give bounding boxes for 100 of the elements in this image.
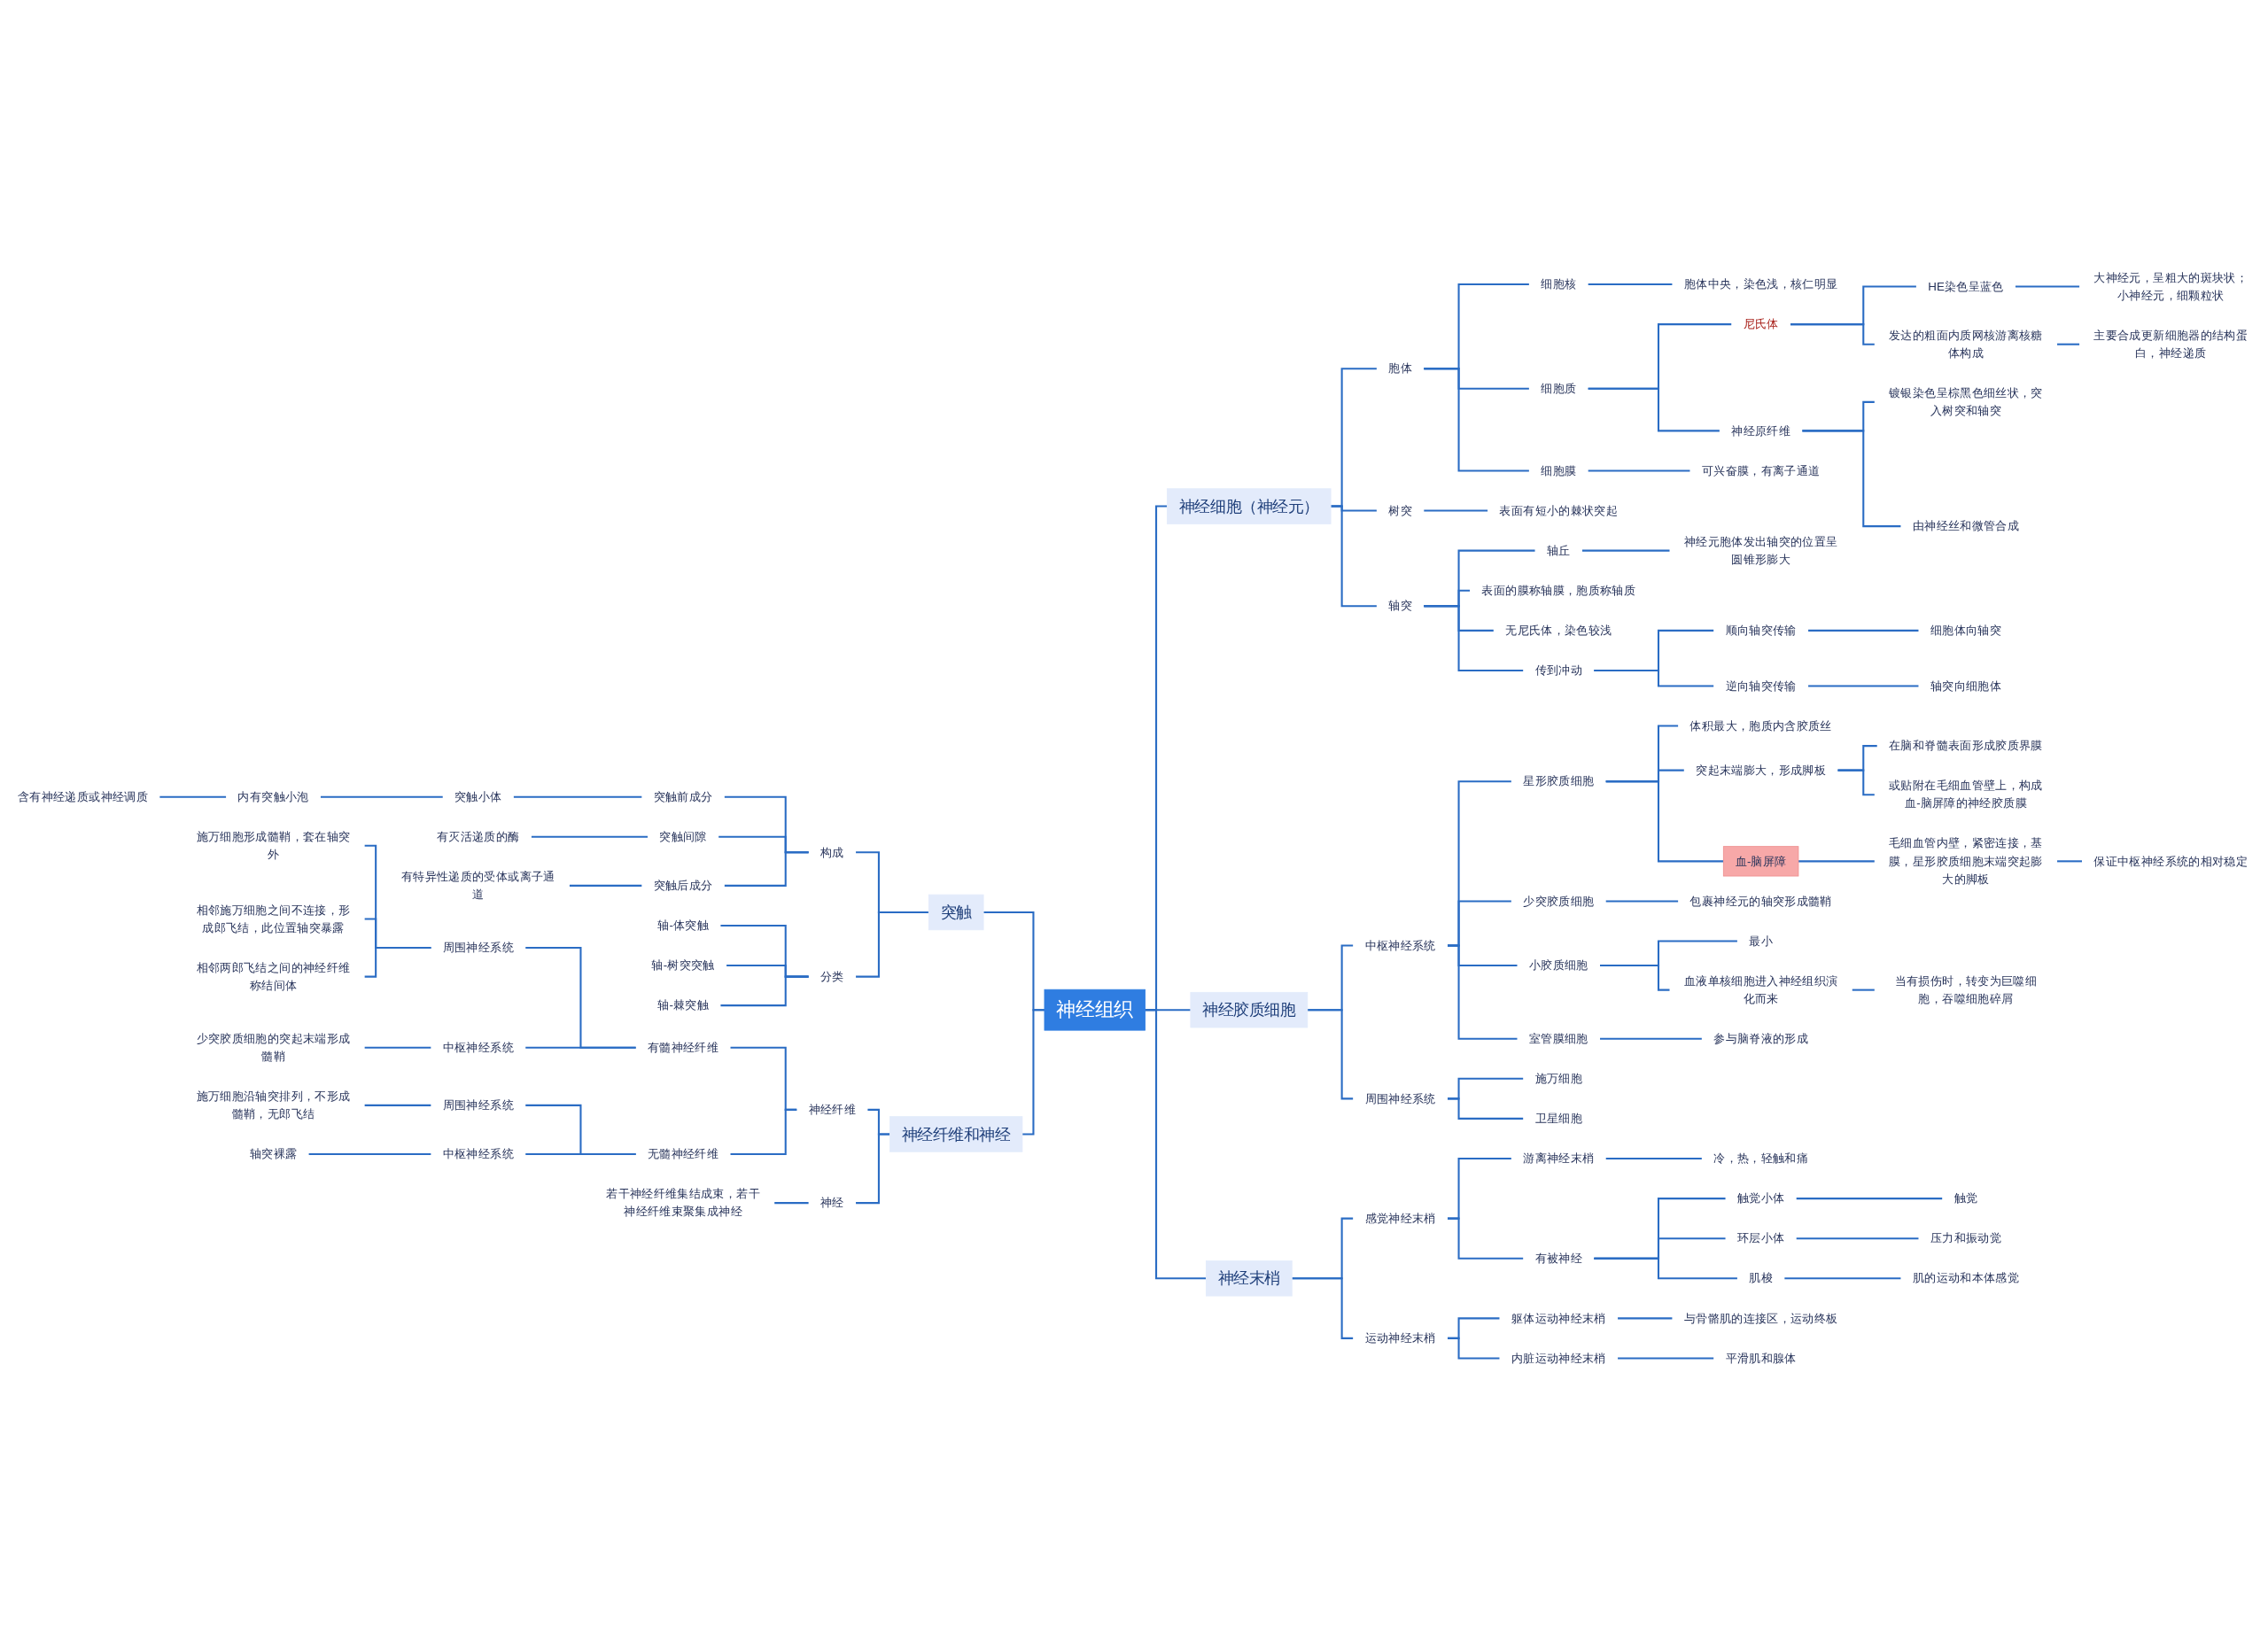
connector: [1588, 283, 1673, 286]
node-text: 当有损伤时，转变为巨噬细胞，吞噬细胞碎屑: [1894, 974, 2038, 1005]
node-text: 顺向轴突传输: [1725, 624, 1797, 637]
node-text: 躯体运动神经末梢: [1511, 1311, 1606, 1325]
node-box: 神经细胞（神经元）: [1167, 488, 1332, 524]
connector: [1448, 1337, 1500, 1360]
node-text: 逆向轴突传输: [1725, 678, 1797, 693]
connector: [1600, 965, 1670, 991]
node-text: 传到冲动: [1534, 663, 1582, 677]
connector: [1808, 685, 1919, 687]
connector: [1145, 1009, 1207, 1280]
node-text: 周围神经系统: [1364, 1091, 1436, 1105]
node-box: 神经组织: [1044, 989, 1146, 1031]
node-text: 有特异性递质的受体或离子通道: [400, 870, 555, 901]
node-text: 胞体中央，染色浅，核仁明显: [1683, 277, 1838, 291]
connector: [1424, 605, 1524, 671]
node-text: 少突胶质细胞: [1523, 894, 1595, 908]
node-text: 突触间隙: [659, 830, 707, 843]
connector: [308, 1152, 431, 1156]
connector: [1852, 989, 1875, 991]
node-text: 施万细胞: [1534, 1072, 1582, 1085]
connector: [1605, 780, 1724, 863]
node-text: 神经: [819, 1196, 844, 1209]
node-text: 感觉神经末梢: [1364, 1212, 1436, 1225]
node-box: 神经末梢: [1206, 1260, 1293, 1297]
node-text: 星形胶质细胞: [1523, 774, 1595, 787]
connector: [1588, 469, 1690, 472]
node-text: 发达的粗面内质网核游离核糖体构成: [1889, 329, 2043, 360]
connector: [1582, 549, 1670, 552]
node-text: 镀银染色呈棕黑色细丝状，突入树突和轴突: [1889, 386, 2043, 417]
connector: [1021, 1009, 1045, 1136]
connector: [364, 1104, 431, 1106]
node-text: 无尼氏体，染色较浅: [1505, 624, 1612, 637]
connector: [1424, 368, 1529, 472]
node-text: 或贴附在毛细血管壁上，构成血-脑屏障的神经胶质膜: [1889, 779, 2043, 810]
connector: [1790, 323, 1875, 345]
connector: [1600, 1037, 1702, 1040]
connector: [1307, 1009, 1354, 1100]
connector: [856, 1133, 890, 1205]
connector: [1292, 1277, 1354, 1339]
node-text: 含有神经递质或神经调质: [18, 790, 148, 803]
node-text: 室管膜细胞: [1528, 1032, 1588, 1045]
connector: [724, 851, 809, 887]
connector: [364, 1046, 431, 1049]
node-text: 周围神经系统: [442, 1098, 514, 1112]
connector: [2057, 343, 2080, 345]
node-text: 有灭活递质的酶: [437, 830, 520, 843]
node-text: 轴-棘突触: [657, 998, 710, 1012]
connector: [856, 911, 929, 978]
node-text: 有被神经: [1534, 1252, 1582, 1265]
node-text: 压力和振动觉: [1930, 1231, 2001, 1244]
connector: [1808, 629, 1919, 632]
node-text: 保证中枢神经系统的相对稳定: [2093, 854, 2249, 868]
connector: [1605, 1157, 1702, 1160]
connector: [1448, 944, 1518, 1040]
node-text: 游离神经末梢: [1523, 1151, 1595, 1165]
node-text: 内有突触小泡: [237, 790, 309, 803]
node-text: 卫星细胞: [1534, 1112, 1582, 1125]
node-text: 轴-体突触: [657, 919, 710, 932]
node-text: 突触前成分: [653, 790, 713, 803]
node-text: 若干神经纤维集结成束，若干神经纤维束聚集成神经: [606, 1187, 760, 1218]
node-text: 血液单核细胞进入神经组织演化而来: [1683, 974, 1838, 1005]
node-text: 触觉小体: [1736, 1191, 1785, 1205]
node-box: 神经纤维和神经: [889, 1116, 1023, 1152]
node-text: 中枢神经系统: [442, 1041, 514, 1054]
node-text: 肌梭: [1749, 1271, 1773, 1284]
node-text: 可兴奋膜，有离子通道: [1701, 463, 1821, 477]
node-text: 突起末端膨大，形成脚板: [1696, 764, 1827, 777]
node-text: 肌的运动和本体感觉: [1912, 1271, 2020, 1284]
node-text: 轴突向细胞体: [1930, 678, 2001, 693]
node-text: 平滑肌和腺体: [1725, 1351, 1797, 1365]
connector: [1424, 509, 1488, 512]
node-text: 参与脑脊液的形成: [1713, 1032, 1809, 1045]
connector: [159, 795, 227, 798]
node-text: 相邻两郎飞结之间的神经纤维称结间体: [196, 961, 351, 992]
connector: [1594, 1257, 1737, 1280]
node-text: 突触小体: [454, 790, 502, 803]
connector: [1448, 1217, 1524, 1260]
connector: [531, 835, 648, 838]
connector: [774, 1202, 809, 1205]
connector: [1605, 900, 1679, 903]
connector: [1798, 860, 1875, 863]
node-text: 在脑和脊髓表面形成胶质界膜: [1889, 739, 2043, 752]
node-text: 与骨骼肌的连接区，运动终板: [1683, 1311, 1838, 1325]
node-text: 中枢神经系统: [1364, 939, 1436, 952]
node-text: HE染色呈蓝色: [1928, 280, 2004, 293]
node-text: 相邻施万细胞之间不连接，形成郎飞结，此位置轴突暴露: [196, 903, 351, 934]
connector: [1448, 1097, 1524, 1120]
node-text: 细胞体向轴突: [1930, 624, 2001, 637]
node-text: 轴突: [1388, 599, 1412, 612]
node-text: 胞体: [1388, 361, 1412, 375]
node-text: 构成: [819, 845, 844, 859]
connector: [569, 884, 642, 887]
connector: [1588, 387, 1720, 432]
node-text: 轴-树突突触: [651, 958, 715, 972]
node-box: 神经胶质细胞: [1190, 991, 1309, 1028]
connector: [1618, 1317, 1673, 1320]
node-text: 少突胶质细胞的突起末端形成髓鞘: [196, 1032, 351, 1063]
node-text: 细胞核: [1541, 277, 1577, 291]
node-text: 轴丘: [1546, 544, 1571, 557]
